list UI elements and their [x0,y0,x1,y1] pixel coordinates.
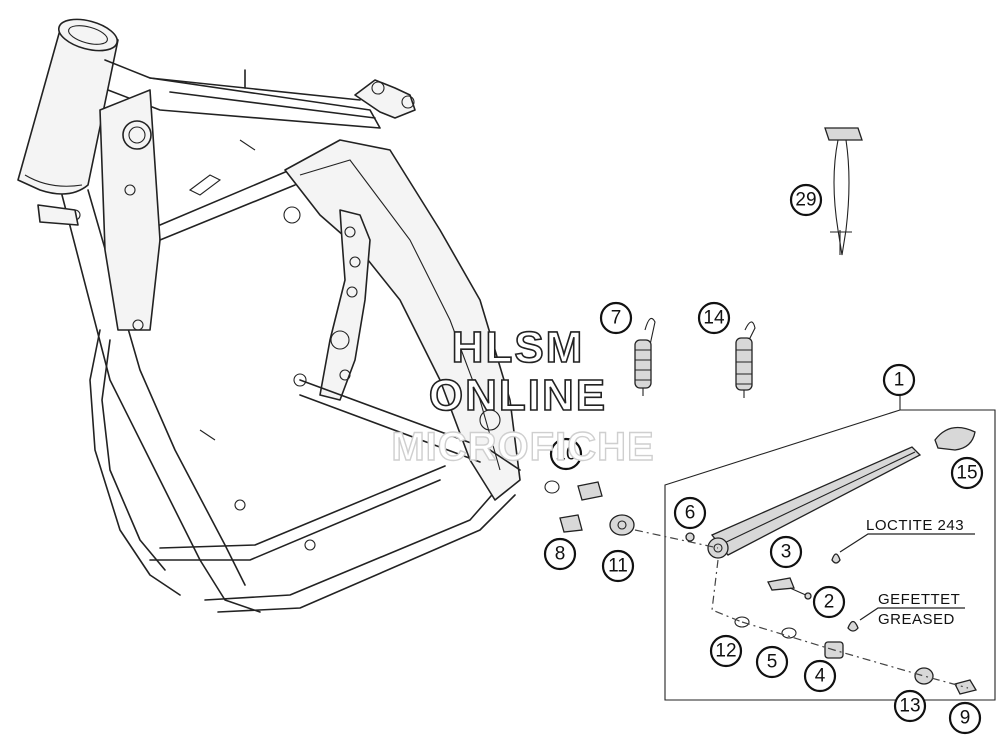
tool-part-29 [824,127,863,256]
callout-8-label: 8 [555,544,566,565]
loctite-note: LOCTITE 243 [866,517,964,534]
watermark-line3: MICROFICHE [391,425,654,469]
hardware-parts [544,480,695,542]
callout-7-label: 7 [611,308,622,329]
callout-8: 8 [543,537,577,571]
callout-13: 13 [893,689,927,723]
callout-4-label: 4 [815,666,826,687]
callout-1: 1 [882,363,916,397]
callout-10: 10 [549,437,583,471]
sidestand-assembly-box [634,395,996,701]
callout-29-label: 29 [795,190,816,211]
callout-1-label: 1 [894,370,905,391]
watermark-line2: ONLINE [429,371,607,420]
callout-11-label: 11 [608,556,628,577]
callout-6-label: 6 [685,503,696,524]
watermark: HLSM ONLINE MICROFICHE [391,322,655,470]
spring-part-14 [735,321,756,398]
callout-13-label: 13 [899,696,920,717]
callout-9-label: 9 [960,708,971,729]
callout-9: 9 [948,701,982,735]
callout-14: 14 [697,301,731,335]
callout-15-label: 15 [956,463,977,484]
frame-drawing [17,18,521,613]
callout-12: 12 [709,634,743,668]
callout-5: 5 [755,645,789,679]
callout-11: 11 [601,549,635,583]
callout-3-label: 3 [781,542,792,563]
callout-10-label: 10 [555,444,576,465]
greased-note-de: GEFETTET [878,591,960,608]
callout-14-label: 14 [703,308,725,329]
callout-15: 15 [950,456,984,490]
callout-2-label: 2 [824,592,835,613]
callout-6: 6 [673,496,707,530]
callout-2: 2 [812,585,846,619]
callout-4: 4 [803,659,837,693]
callout-3: 3 [769,535,803,569]
callout-5-label: 5 [767,652,778,673]
spring-part-7 [634,317,656,396]
callout-29: 29 [789,183,823,217]
watermark-line1: HLSM [452,323,585,372]
callout-7: 7 [599,301,633,335]
callout-12-label: 12 [715,641,736,662]
greased-note-en: GREASED [878,611,955,628]
